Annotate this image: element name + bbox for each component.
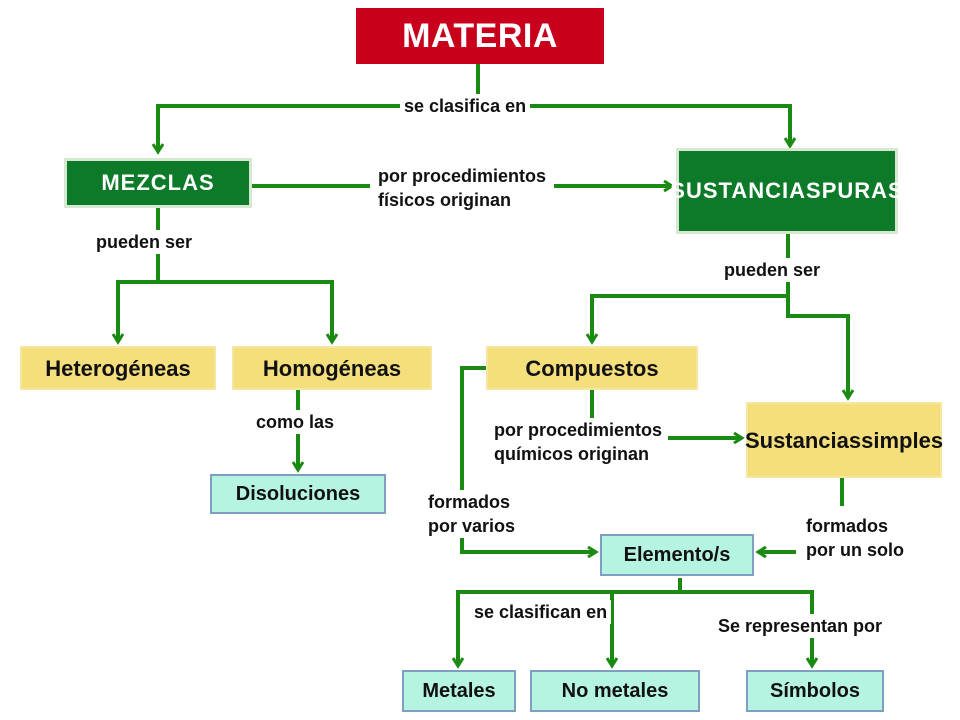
homogeneas-node: Homogéneas	[232, 346, 432, 390]
elementos-node: Elemento/s	[600, 534, 754, 576]
link-formados-por-un-solo-line-1: formados	[806, 516, 889, 536]
sustancias-puras-node: SUSTANCIAS PURAS	[670, 148, 903, 234]
link-formados-por-un-solo-line-2: por un solo	[806, 540, 904, 560]
mezclas-node: MEZCLAS	[64, 158, 252, 208]
sustancias-simples-line-1: Sustancias	[744, 427, 862, 453]
link-procedimientos-quimicos-line-1: por procedimientos	[494, 420, 663, 440]
metales-node: Metales	[402, 670, 516, 712]
link-pueden-ser-right: pueden ser	[724, 258, 821, 282]
arrow-elementos-to-metales	[458, 578, 682, 666]
link-procedimientos-quimicos: por procedimientos químicos originan	[494, 418, 669, 466]
link-formados-por-varios-line-1: formados	[428, 492, 511, 512]
arrow-sustancias-puras-to-simples	[786, 296, 848, 398]
link-procedimientos-fisicos-line-2: físicos originan	[378, 190, 512, 210]
arrow-simples-to-elementos	[758, 478, 844, 552]
compuestos-node: Compuestos	[486, 346, 698, 390]
sustancias-puras-line-2: PURAS	[821, 178, 904, 203]
sustancias-puras-line-1: SUSTANCIAS	[670, 178, 822, 203]
arrow-compuestos-to-elementos	[460, 366, 596, 552]
arrow-mezclas-to-homogeneas	[158, 280, 332, 342]
arrow-materia-to-sustancias-puras	[478, 104, 790, 146]
link-formados-por-un-solo: formados por un solo	[806, 514, 904, 562]
sustancias-simples-node: Sustancias simples	[744, 402, 944, 478]
arrow-materia-to-mezclas	[158, 64, 480, 152]
sustancias-simples-line-2: simples	[861, 427, 944, 453]
simbolos-node: Símbolos	[746, 670, 884, 712]
link-procedimientos-fisicos: por procedimientos físicos originan	[370, 164, 555, 212]
arrow-sustancias-puras-to-compuestos	[592, 234, 790, 342]
arrow-elementos-to-simbolos	[680, 590, 812, 666]
link-formados-por-varios: formados por varios	[428, 490, 516, 538]
disoluciones-node: Disoluciones	[210, 474, 386, 514]
link-se-clasifica-en: se clasifica en	[400, 94, 531, 118]
no-metales-node: No metales	[530, 670, 700, 712]
arrow-mezclas-to-heterogeneas	[118, 208, 160, 342]
heterogeneas-node: Heterogéneas	[20, 346, 216, 390]
link-procedimientos-fisicos-line-1: por procedimientos	[378, 166, 547, 186]
link-pueden-ser-left: pueden ser	[96, 230, 193, 254]
link-se-representan-por: Se representan por	[718, 614, 883, 638]
materia-node: MATERIA	[356, 8, 604, 64]
link-como-las: como las	[256, 410, 335, 434]
link-procedimientos-quimicos-line-2: químicos originan	[494, 444, 650, 464]
link-se-clasifican-en: se clasifican en	[470, 600, 612, 624]
link-formados-por-varios-line-2: por varios	[428, 516, 516, 536]
